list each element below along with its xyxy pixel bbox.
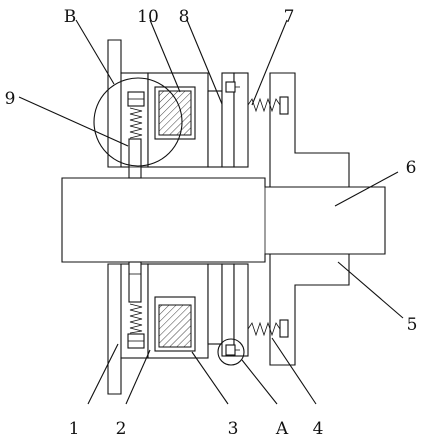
- label-B: B: [64, 7, 77, 27]
- leader-3: [191, 351, 229, 405]
- detail-circle-A: [217, 338, 245, 366]
- compression-spring-bottom: [247, 321, 281, 337]
- right-flange-bottom: [269, 253, 350, 366]
- coil-winding-bottom: [158, 304, 192, 348]
- small-spring-bottom: [129, 303, 143, 334]
- label-8: 8: [179, 7, 190, 27]
- right-flange-top: [269, 72, 350, 188]
- leader-4: [271, 337, 317, 405]
- leader-A: [241, 359, 278, 405]
- bolt-bottom: [225, 344, 236, 356]
- leader-9: [18, 96, 129, 147]
- armature-plate-bottom: [221, 263, 235, 357]
- label-9: 9: [5, 89, 16, 109]
- label-4: 4: [313, 419, 324, 439]
- label-2: 2: [116, 419, 127, 439]
- leader-6: [334, 171, 399, 207]
- label-3: 3: [228, 419, 239, 439]
- leader-10: [149, 19, 181, 93]
- spring-seat-top: [279, 96, 289, 115]
- detail-circle-B: [93, 77, 183, 167]
- leader-1: [87, 343, 119, 405]
- small-spring-top: [129, 107, 143, 139]
- disc-hub-bottom: [233, 263, 249, 357]
- leader-8: [186, 19, 223, 105]
- disc-hub-top: [233, 72, 249, 168]
- friction-plate-top: [207, 90, 223, 168]
- bolt-top: [225, 81, 236, 93]
- spring-seat-bottom: [279, 319, 289, 338]
- leader-2: [125, 349, 151, 405]
- friction-plate-bottom: [207, 263, 223, 345]
- label-A: A: [275, 419, 289, 439]
- leader-B: [75, 19, 115, 85]
- leader-5: [337, 261, 404, 319]
- leader-7: [251, 19, 288, 106]
- label-10: 10: [137, 7, 159, 27]
- shaft: [61, 177, 386, 263]
- label-5: 5: [407, 315, 418, 335]
- pin-rod-bottom: [128, 261, 142, 303]
- pin-rod-top: [128, 138, 142, 179]
- label-1: 1: [69, 419, 80, 439]
- label-6: 6: [406, 158, 417, 178]
- label-7: 7: [284, 7, 295, 27]
